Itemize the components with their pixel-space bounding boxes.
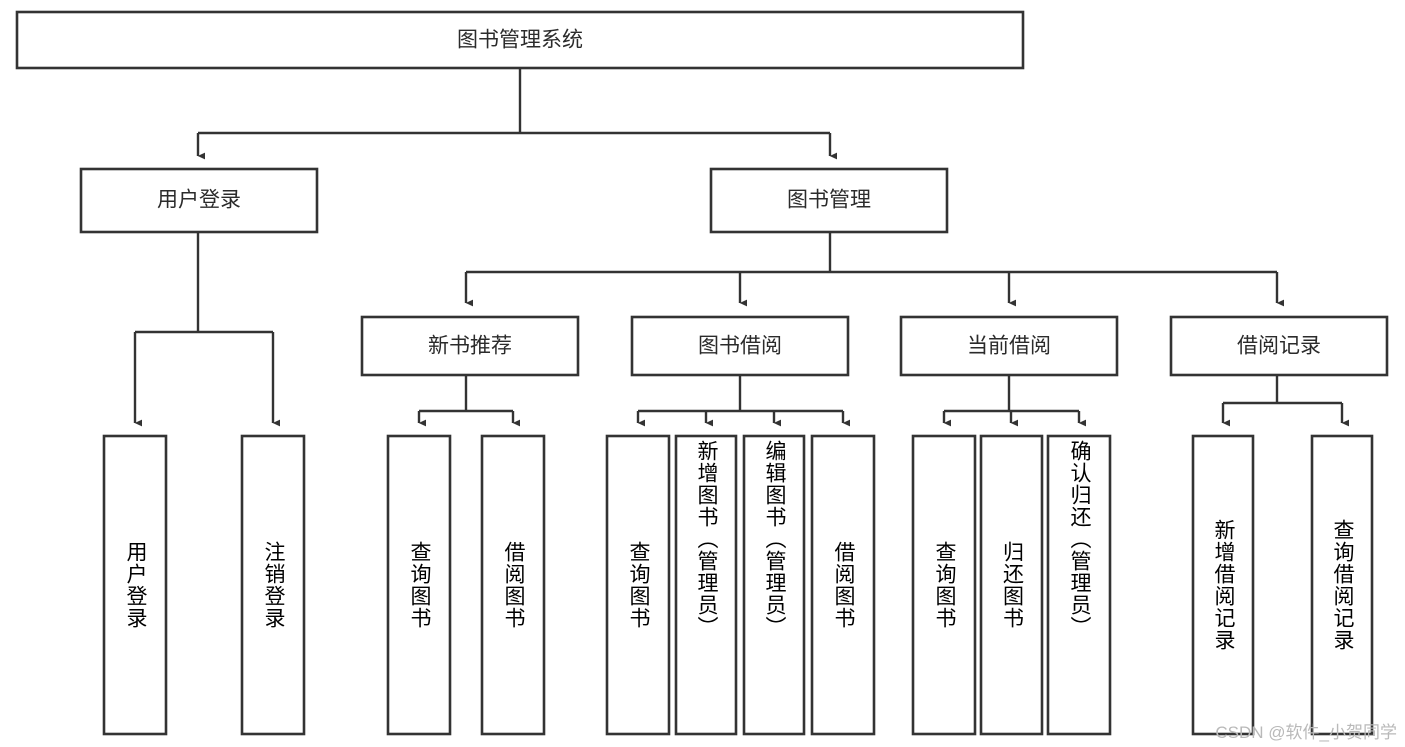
node-leaf-recommend-borrow-box[interactable] bbox=[480, 434, 546, 736]
node-leaf-record-query-text: 查询借阅记录 bbox=[1331, 519, 1354, 651]
edge-group-new-book bbox=[417, 375, 520, 427]
node-leaf-current-return[interactable] bbox=[979, 434, 1044, 736]
edge-group-book-mgmt bbox=[464, 232, 1284, 307]
node-root-system[interactable]: 图书管理系统 bbox=[15, 10, 1025, 70]
node-leaf-borrow-edit-admin-label: 编辑图书（管理员） bbox=[763, 440, 786, 638]
node-leaf-borrow-borrow[interactable] bbox=[810, 434, 876, 736]
node-leaf-current-return-box[interactable] bbox=[979, 434, 1044, 736]
node-leaf-borrow-add-admin-label: 新增图书（管理员） bbox=[695, 440, 718, 638]
node-leaf-recommend-borrow-label: 借阅图书 bbox=[502, 541, 525, 629]
node-book-borrow[interactable]: 图书借阅 bbox=[630, 315, 850, 377]
node-leaf-user-login-logout-box[interactable] bbox=[240, 434, 306, 736]
node-leaf-current-return-label: 归还图书 bbox=[1000, 541, 1024, 629]
node-user-login[interactable]: 用户登录 bbox=[79, 167, 319, 234]
node-root-system-label: 图书管理系统 bbox=[457, 29, 583, 52]
node-leaf-borrow-edit-admin[interactable] bbox=[742, 434, 806, 736]
node-leaf-borrow-add-admin[interactable] bbox=[674, 434, 738, 736]
node-book-management[interactable]: 图书管理 bbox=[709, 167, 949, 234]
node-leaf-record-add-label: 新增借阅记录 bbox=[1212, 519, 1235, 651]
node-leaf-user-login-login-box[interactable] bbox=[102, 434, 168, 736]
node-leaf-current-confirm-admin-text: 确认归还（管理员） bbox=[1068, 440, 1091, 638]
node-leaf-current-query-text: 查询图书 bbox=[933, 541, 956, 629]
node-leaf-record-add[interactable] bbox=[1191, 434, 1255, 736]
node-new-book-recommend-box[interactable] bbox=[360, 315, 580, 377]
node-leaf-borrow-edit-admin-box[interactable] bbox=[742, 434, 806, 736]
edge-group-user-login bbox=[133, 232, 280, 427]
node-leaf-user-login-login-label: 用户登录 bbox=[124, 541, 147, 629]
node-leaf-record-add-text: 新增借阅记录 bbox=[1212, 519, 1235, 651]
node-leaf-current-query-label: 查询图书 bbox=[933, 541, 956, 629]
node-leaf-recommend-query-label: 查询图书 bbox=[408, 541, 431, 629]
node-leaf-borrow-add-admin-text: 新增图书（管理员） bbox=[695, 440, 718, 638]
node-current-borrow-box[interactable] bbox=[899, 315, 1119, 377]
node-leaf-user-login-logout[interactable] bbox=[240, 434, 306, 736]
node-leaf-user-login-logout-text: 注销登录 bbox=[262, 541, 285, 629]
node-book-borrow-label: 图书借阅 bbox=[698, 335, 782, 358]
node-leaf-recommend-query[interactable] bbox=[386, 434, 452, 736]
edge-group-book-borrow bbox=[636, 375, 850, 427]
node-leaf-current-query[interactable] bbox=[911, 434, 977, 736]
node-leaf-current-confirm-admin-box[interactable] bbox=[1046, 434, 1112, 736]
node-borrow-record[interactable]: 借阅记录 bbox=[1169, 315, 1389, 377]
node-leaf-borrow-query[interactable] bbox=[605, 434, 671, 736]
node-leaf-current-query-box[interactable] bbox=[911, 434, 977, 736]
node-user-login-label: 用户登录 bbox=[157, 189, 241, 212]
node-leaf-record-query-box[interactable] bbox=[1310, 434, 1374, 736]
node-leaf-record-query[interactable] bbox=[1310, 434, 1374, 736]
node-book-management-box[interactable] bbox=[709, 167, 949, 234]
node-leaf-record-query-label: 查询借阅记录 bbox=[1331, 519, 1354, 651]
node-leaf-borrow-borrow-box[interactable] bbox=[810, 434, 876, 736]
node-root-system-box[interactable] bbox=[15, 10, 1025, 70]
node-book-management-label: 图书管理 bbox=[787, 189, 871, 212]
node-current-borrow[interactable]: 当前借阅 bbox=[899, 315, 1119, 377]
node-leaf-recommend-borrow[interactable] bbox=[480, 434, 546, 736]
node-leaf-borrow-query-text: 查询图书 bbox=[627, 541, 650, 629]
node-leaf-recommend-query-text: 查询图书 bbox=[408, 541, 431, 629]
edge-group-root bbox=[196, 68, 837, 160]
node-leaf-borrow-borrow-label: 借阅图书 bbox=[832, 541, 855, 629]
node-new-book-recommend-label: 新书推荐 bbox=[428, 335, 512, 358]
node-leaf-user-login-login-text: 用户登录 bbox=[124, 541, 147, 629]
node-leaf-borrow-edit-admin-text: 编辑图书（管理员） bbox=[763, 440, 786, 638]
node-leaf-current-confirm-admin-label: 确认归还（管理员） bbox=[1068, 440, 1091, 638]
node-leaf-current-return-text: 归还图书 bbox=[1000, 541, 1024, 629]
node-leaf-user-login-login[interactable] bbox=[102, 434, 168, 736]
node-leaf-recommend-query-box[interactable] bbox=[386, 434, 452, 736]
node-borrow-record-label: 借阅记录 bbox=[1237, 335, 1321, 358]
node-current-borrow-label: 当前借阅 bbox=[967, 335, 1051, 358]
node-leaf-borrow-add-admin-box[interactable] bbox=[674, 434, 738, 736]
node-leaf-user-login-logout-label: 注销登录 bbox=[262, 541, 285, 629]
node-leaf-record-add-box[interactable] bbox=[1191, 434, 1255, 736]
node-borrow-record-box[interactable] bbox=[1169, 315, 1389, 377]
node-leaf-borrow-query-label: 查询图书 bbox=[627, 541, 650, 629]
edge-group-borrow-record bbox=[1221, 375, 1349, 427]
node-new-book-recommend[interactable]: 新书推荐 bbox=[360, 315, 580, 377]
node-leaf-borrow-query-box[interactable] bbox=[605, 434, 671, 736]
node-book-borrow-box[interactable] bbox=[630, 315, 850, 377]
node-leaf-borrow-borrow-text: 借阅图书 bbox=[832, 541, 855, 629]
node-leaf-current-confirm-admin[interactable] bbox=[1046, 434, 1112, 736]
edge-group-current-borrow bbox=[942, 375, 1086, 427]
node-user-login-box[interactable] bbox=[79, 167, 319, 234]
node-leaf-recommend-borrow-text: 借阅图书 bbox=[502, 541, 525, 629]
